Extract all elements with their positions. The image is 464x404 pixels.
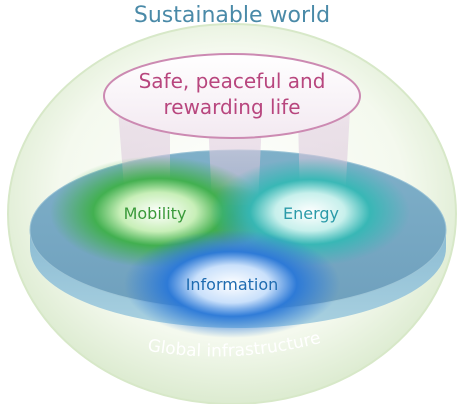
node-mobility-label: Mobility — [124, 204, 187, 223]
diagram-title: Sustainable world — [134, 3, 330, 28]
goal-text-line2: rewarding life — [163, 95, 300, 119]
goal-text-line1: Safe, peaceful and — [139, 69, 326, 93]
goal-oval — [103, 53, 361, 139]
information-glow — [124, 230, 340, 338]
node-energy-label: Energy — [283, 204, 339, 223]
node-information-label: Information — [186, 275, 279, 294]
